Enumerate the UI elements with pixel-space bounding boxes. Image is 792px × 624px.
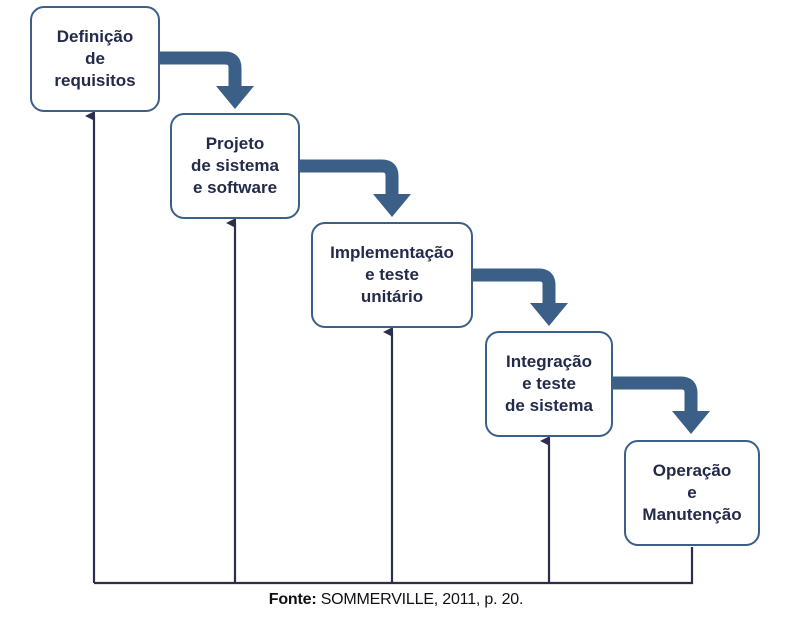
stage-box-requirements: Definição de requisitos: [30, 6, 160, 112]
stage-label: e teste: [522, 374, 576, 393]
stage-label: de sistema: [505, 396, 593, 415]
stage-label: Integração: [506, 352, 592, 371]
stage-label: e: [687, 483, 697, 502]
stage-label: de: [85, 49, 105, 68]
flow-arrow-4: [613, 376, 710, 434]
source-label: Fonte:: [268, 591, 317, 608]
stage-label: Operação: [652, 461, 732, 480]
stage-box-integration: Integração e teste de sistema: [485, 331, 613, 437]
flow-arrow-2: [300, 159, 411, 217]
feedback-lines: [85, 111, 694, 585]
feedback-baseline: [94, 547, 694, 585]
stage-label: e software: [192, 178, 278, 197]
stage-label: Projeto: [205, 134, 265, 153]
stage-box-design: Projeto de sistema e software: [170, 113, 300, 219]
flow-arrow-3: [473, 268, 568, 326]
source-text: SOMMERVILLE, 2011, p. 20.: [316, 591, 524, 608]
stage-box-implementation: Implementação e teste unitário: [311, 222, 473, 328]
stage-label: Implementação: [330, 243, 454, 262]
stage-label: e teste: [365, 265, 419, 284]
stage-box-operation: Operação e Manutenção: [624, 440, 760, 546]
stage-label: Definição: [56, 27, 134, 46]
flow-arrow-1: [160, 51, 254, 109]
stage-label: de sistema: [191, 156, 279, 175]
stage-label: unitário: [360, 287, 424, 306]
stage-label: requisitos: [54, 71, 136, 90]
source-caption: Fonte: SOMMERVILLE, 2011, p. 20.: [0, 591, 792, 609]
stage-label: Manutenção: [642, 505, 742, 524]
